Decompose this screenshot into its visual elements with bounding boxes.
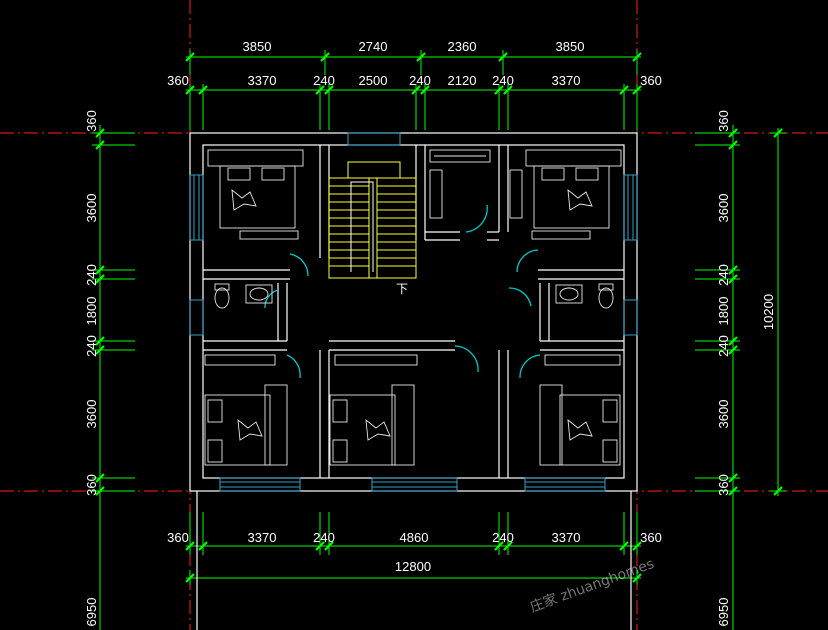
dim-left-7: 360 (84, 474, 99, 496)
window-bottom-2 (371, 477, 458, 492)
dim-right-4: 1800 (716, 297, 731, 326)
dim-right-6: 3600 (716, 400, 731, 429)
dim-left-6: 3600 (84, 400, 99, 429)
window-bottom-3 (524, 477, 606, 492)
dim-bottom-detail-5: 240 (492, 530, 514, 545)
door-right-closet (465, 204, 488, 233)
toilet-right (555, 283, 614, 309)
stair-direction-arrow (350, 181, 374, 272)
bed-top-right (525, 149, 622, 240)
door-left-bedroom-lower (286, 354, 301, 379)
door-right-bedroom-lower (519, 354, 541, 379)
dim-bottom-detail-2: 3370 (248, 530, 277, 545)
bed-top-left (207, 149, 304, 240)
dim-bottom-detail-6: 3370 (552, 530, 581, 545)
dim-top-detail-4: 2500 (359, 73, 388, 88)
window-left-upper (189, 174, 204, 241)
window-left-bath (189, 299, 204, 336)
dim-right-2: 3600 (716, 194, 731, 223)
door-middle-bedroom (454, 345, 479, 373)
window-stair (347, 132, 401, 146)
door-right-bedroom-upper (516, 249, 539, 273)
dim-top-detail-5: 240 (409, 73, 431, 88)
stair-down-label: 下 (396, 282, 408, 296)
dimension-ticks (95, 52, 783, 583)
dim-left-5: 240 (84, 335, 99, 357)
dim-bottom-detail-1: 360 (167, 530, 189, 545)
door-left-bedroom-upper (289, 253, 309, 277)
staircase (328, 161, 417, 279)
dim-bottom-detail-4: 4860 (400, 530, 429, 545)
bed-bottom-middle (329, 354, 418, 466)
dim-bottom-detail-7: 360 (640, 530, 662, 545)
door-left-bath (264, 289, 279, 309)
dim-left-4: 1800 (84, 297, 99, 326)
door-right-bath (508, 287, 532, 307)
dimension-labels: 3850 2740 2360 3850 360 3370 240 2500 24… (84, 39, 776, 626)
dim-left-2: 3600 (84, 194, 99, 223)
dim-left-bottom: 6950 (84, 598, 99, 627)
dim-bottom-detail-3: 240 (313, 530, 335, 545)
window-right-upper (623, 174, 638, 241)
toilet-left (214, 283, 273, 309)
dim-top-2: 2740 (359, 39, 388, 54)
dim-right-1: 360 (716, 110, 731, 132)
dim-top-detail-1: 360 (167, 73, 189, 88)
window-right-bath (623, 299, 638, 336)
dim-top-detail-2: 3370 (248, 73, 277, 88)
dim-bottom-total: 12800 (395, 559, 431, 574)
dim-left-1: 360 (84, 110, 99, 132)
dim-right-5: 240 (716, 335, 731, 357)
bed-bottom-right (539, 354, 621, 466)
dim-top-4: 3850 (556, 39, 585, 54)
dim-right-7: 360 (716, 474, 731, 496)
dim-right-total: 10200 (761, 294, 776, 330)
dim-top-3: 2360 (448, 39, 477, 54)
closet-top (429, 149, 523, 219)
dimension-lines (92, 50, 786, 630)
dim-right-bottom: 6950 (716, 598, 731, 627)
dim-top-detail-7: 240 (492, 73, 514, 88)
dim-top-detail-6: 2120 (448, 73, 477, 88)
dim-top-detail-9: 360 (640, 73, 662, 88)
furniture (204, 149, 622, 466)
dim-top-detail-3: 240 (313, 73, 335, 88)
bed-bottom-left (204, 354, 288, 466)
dim-top-detail-8: 3370 (552, 73, 581, 88)
doors (264, 204, 541, 379)
dim-left-3: 240 (84, 264, 99, 286)
window-bottom-1 (219, 477, 301, 492)
dim-right-3: 240 (716, 264, 731, 286)
windows (189, 132, 638, 492)
dim-top-1: 3850 (243, 39, 272, 54)
